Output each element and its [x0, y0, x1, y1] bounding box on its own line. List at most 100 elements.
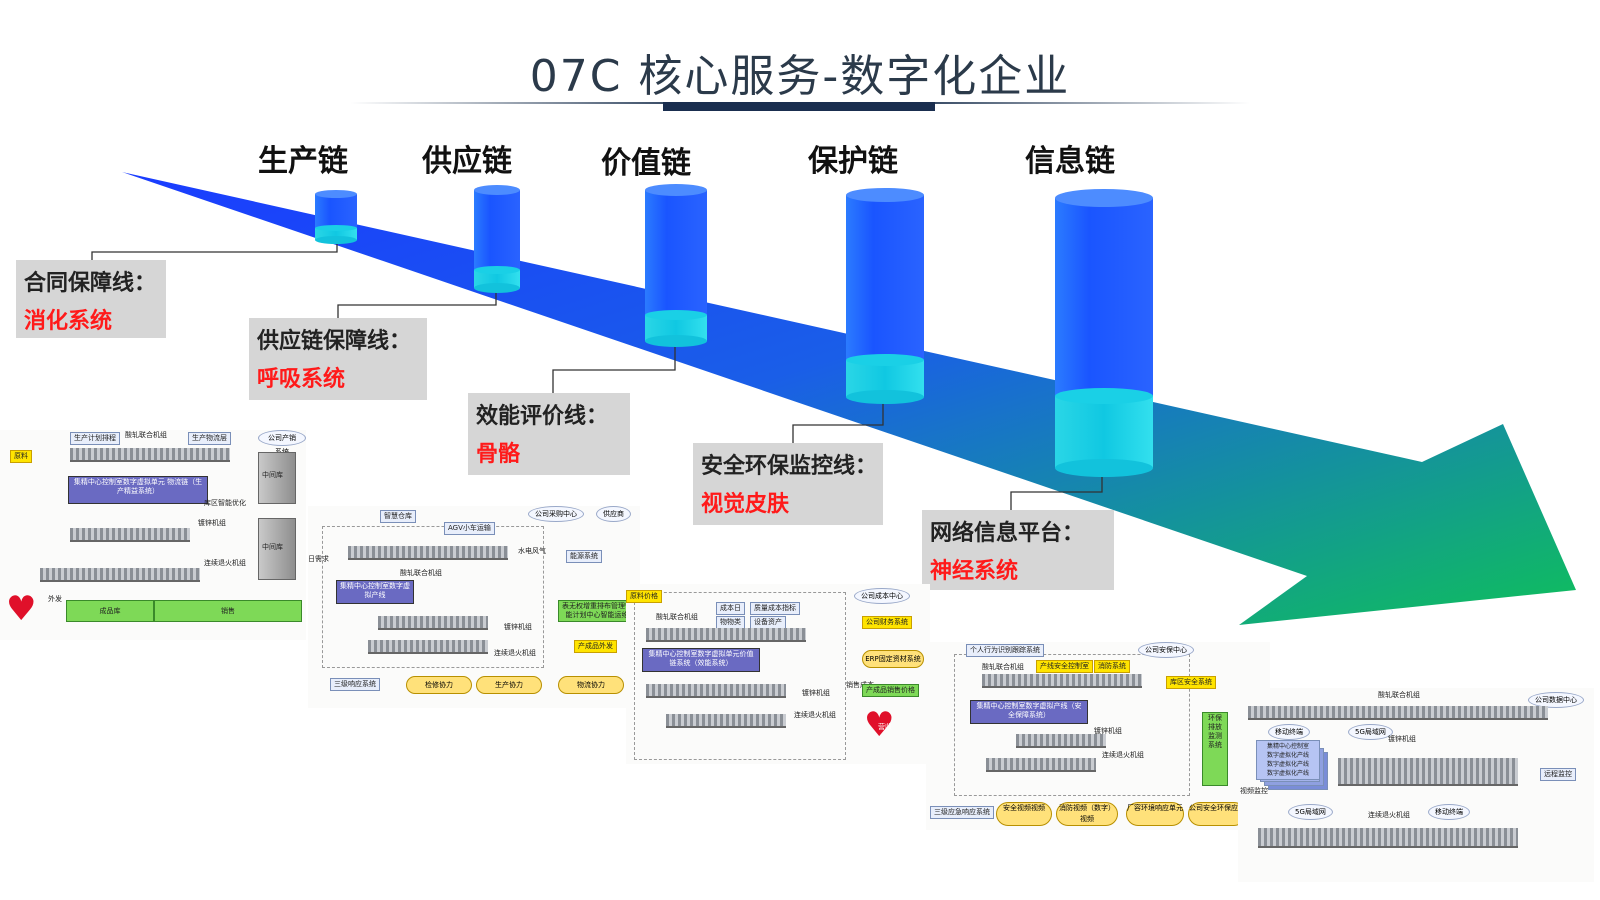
- center-line-4: 数字虚拟化产线: [1266, 770, 1309, 777]
- utility-label: 水电风气: [518, 547, 546, 555]
- mill-label: 酸轧联合机组: [982, 663, 1024, 671]
- raw-material-node: 原料: [10, 450, 32, 463]
- mill3-machine: [1258, 828, 1518, 848]
- center-line-1: 集精中心控制室: [1266, 743, 1309, 750]
- center-node: 集精中心控制室 数字虚拟化产线 数字虚拟化产线 数字虚拟化产线: [1256, 740, 1320, 780]
- callout-line: 安全环保监控线：: [701, 454, 878, 479]
- coop-pill-3: 物流协力: [558, 676, 624, 694]
- warehouse-cube-1: [258, 452, 296, 504]
- panel-frame: [954, 654, 1190, 796]
- product-cost-node: 产成品销售价格: [862, 684, 919, 697]
- supply-chain-panel: 智慧仓库 AGV小车运输 公司采购中心 供应商 日需求 酸轧联合机组 水电风气 …: [308, 506, 640, 708]
- mill-label: 酸轧联合机组: [1378, 691, 1420, 699]
- chain-label-protection: 保护链: [808, 144, 898, 179]
- mill3-label: 连续退火机组: [1102, 751, 1144, 759]
- callout-system: 消化系统: [24, 309, 113, 334]
- cost-center-cloud: 公司成本中心: [854, 588, 910, 604]
- title-accent-bar: [663, 102, 935, 111]
- mill2-machine: [70, 528, 190, 542]
- public-cloud: 公司产销系统: [258, 430, 306, 456]
- out-label: 外发: [48, 595, 62, 603]
- cam-label: 视频监控: [1240, 787, 1268, 795]
- callout-network: 网络信息平台： 神经系统: [922, 510, 1114, 590]
- mill-label: 酸轧联合机组: [125, 431, 167, 439]
- net5g-cloud-1: 5G局域网: [1348, 724, 1393, 740]
- connector-2: [337, 286, 497, 325]
- coop-label: 三级响应系统: [330, 678, 380, 691]
- mill-machine: [348, 546, 508, 560]
- heart-icon: ♥: [864, 705, 895, 745]
- response-pill-3: 厂容环境响应单元: [1126, 802, 1184, 826]
- center-node: 集精中心控制室数字虚拟产线（安全保障系统）: [970, 700, 1088, 724]
- cylinder-1: [315, 190, 357, 244]
- value-chain-panel: 原料价格 酸轧联合机组 成本日 质量成本指标 物物类 设备资产 公司成本中心 公…: [626, 584, 930, 764]
- callout-line: 供应链保障线：: [257, 329, 412, 354]
- sales-cost-label: 销售成本: [846, 681, 874, 689]
- cylinder-2: [474, 185, 520, 293]
- callout-supply: 供应链保障线： 呼吸系统: [249, 318, 427, 400]
- panel-frame: [322, 526, 544, 668]
- safety-center-cloud: 公司安保中心: [1138, 642, 1194, 658]
- warehouse-cube-2: [258, 518, 296, 580]
- mobile-cloud-1: 移动终端: [1268, 724, 1310, 740]
- chain-label-information: 信息链: [1025, 144, 1115, 179]
- center-node: 集精中心控制室数字虚拟单元 物流链（生产精益系统）: [68, 476, 208, 504]
- response-node: 三级应急响应系统: [930, 806, 994, 819]
- connector-3: [552, 338, 676, 398]
- optimize-label: 库区智能优化: [204, 499, 246, 507]
- page-title: 07C 核心服务-数字化企业: [529, 51, 1071, 102]
- mill2-label: 镀锌机组: [198, 519, 226, 527]
- connector-4: [792, 395, 884, 448]
- center-node: 集精中心控制室数字虚拟产线: [336, 580, 414, 604]
- mill-machine: [70, 448, 230, 462]
- plan-node: 生产计划排程: [70, 432, 120, 445]
- mobile-cloud-2: 移动终端: [1428, 804, 1470, 820]
- mill2-machine: [646, 684, 786, 698]
- warehouse-label-2: 中间库: [262, 543, 283, 551]
- center-node: 集精中心控制室数字虚拟单元价值链系统（效能系统）: [642, 648, 760, 672]
- mill2-machine: [1016, 734, 1106, 748]
- mill2-label: 镀锌机组: [504, 623, 532, 631]
- smart-store-node: 智慧仓库: [380, 510, 416, 523]
- mill3-machine: [986, 758, 1096, 772]
- mill2-label: 镀锌机组: [1388, 735, 1416, 743]
- mill2-label: 镀锌机组: [802, 689, 830, 697]
- callout-line: 网络信息平台：: [930, 521, 1085, 546]
- data-center-cloud: 公司数据中心: [1528, 692, 1584, 708]
- agv-node: AGV小车运输: [444, 522, 495, 535]
- finished-node: 成品库: [66, 600, 154, 622]
- mill-label: 酸轧联合机组: [400, 569, 442, 577]
- callout-efficiency: 效能评价线： 骨骼: [468, 393, 630, 475]
- fire-node: 消防系统: [1094, 660, 1130, 673]
- zone-node: 库区安全系统: [1166, 676, 1216, 689]
- mill2-label: 镀锌机组: [1094, 727, 1122, 735]
- coop-pill-1: 检修协力: [406, 676, 472, 694]
- energy-node: 能源系统: [566, 550, 602, 563]
- response-pill-1: 安全视频视频: [996, 802, 1052, 826]
- pressure-node: 表无权增重排布管理智能计划中心智能运维: [558, 600, 636, 622]
- finished-out-node: 产成品外发: [574, 640, 617, 653]
- heart-icon: ♥: [6, 589, 37, 629]
- mill-label: 酸轧联合机组: [656, 613, 698, 621]
- mill3-label: 连续退火机组: [794, 711, 836, 719]
- sales-node: 销售: [154, 600, 302, 622]
- mill-machine: [646, 628, 806, 642]
- mill-machine: [1248, 706, 1548, 720]
- response-pill-2: 消防视频（数字）视频: [1056, 802, 1118, 826]
- callout-system: 视觉皮肤: [701, 492, 790, 517]
- center-line-2: 数字虚拟化产线: [1266, 752, 1309, 759]
- information-chain-panel: 酸轧联合机组 公司数据中心 移动终端 5G局域网 集精中心控制室 数字虚拟化产线…: [1238, 688, 1594, 882]
- finance-node: 公司财务系统: [862, 616, 912, 629]
- heart-label: 营收: [878, 723, 892, 731]
- center-line-3: 数字虚拟化产线: [1266, 761, 1309, 768]
- warehouse-label-1: 中间库: [262, 471, 283, 479]
- mill-machine: [982, 674, 1142, 688]
- env-node: 环保排放监测系统: [1202, 712, 1228, 786]
- supplier-cloud: 供应商: [596, 506, 631, 522]
- coop-pill-2: 生产协力: [476, 676, 542, 694]
- callout-contract: 合同保障线： 消化系统: [16, 260, 166, 338]
- panel-frame: [634, 592, 846, 760]
- callout-line: 效能评价线：: [476, 404, 609, 429]
- response-pill-4: 公司安全环保应急: [1188, 802, 1246, 826]
